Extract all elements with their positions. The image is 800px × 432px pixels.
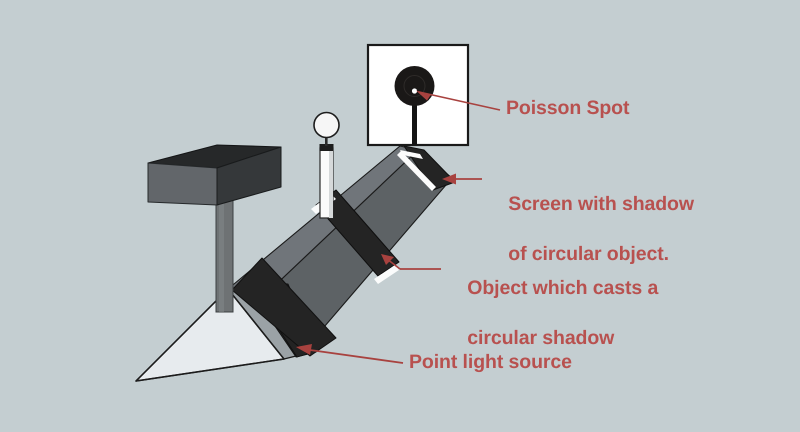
source-band-span (231, 257, 337, 357)
light-source-post (215, 199, 234, 313)
screen-assembly (366, 43, 470, 147)
label-poisson-spot: Poisson Spot (506, 97, 630, 119)
circular-shadow-disc (394, 66, 435, 106)
leader-lines (296, 90, 501, 364)
circular-object-assembly (313, 111, 340, 219)
shadow-inner-ring (403, 75, 426, 97)
arrowhead-poisson (416, 90, 431, 101)
label-object-line1: Object which casts a (467, 277, 659, 299)
beam-pale-outline (135, 288, 285, 382)
light-source-housing-front (147, 162, 218, 206)
arrowhead-source (296, 344, 312, 355)
screen-object-post (412, 100, 417, 145)
circular-object-disc (313, 111, 340, 139)
screen-band-edge-highlight (397, 151, 436, 191)
object-band-highlight-lower (374, 265, 399, 284)
poisson-spot (411, 88, 418, 94)
label-point-light-source: Point light source (409, 351, 572, 373)
label-screen-with-shadow: Screen with shadow of circular object. (487, 167, 694, 292)
object-post-collar (319, 144, 334, 151)
label-object-casting-shadow: Object which casts a circular shadow (446, 251, 658, 376)
leader-line-source (309, 349, 404, 364)
arrowhead-object (381, 254, 394, 265)
object-post-shading (329, 148, 333, 218)
point-light-source (147, 144, 282, 313)
leader-line-poisson (418, 91, 501, 111)
label-screen-line2: of circular object. (508, 243, 669, 265)
arrowhead-screen (442, 173, 456, 185)
screen-band-highlight (400, 150, 423, 159)
light-beam-cone (135, 145, 456, 382)
label-object-line2: circular shadow (467, 327, 615, 349)
label-screen-line1: Screen with shadow (508, 193, 694, 215)
light-source-housing-side (216, 146, 282, 206)
light-source-post-highlight (219, 200, 224, 312)
beam-outline (135, 288, 285, 382)
